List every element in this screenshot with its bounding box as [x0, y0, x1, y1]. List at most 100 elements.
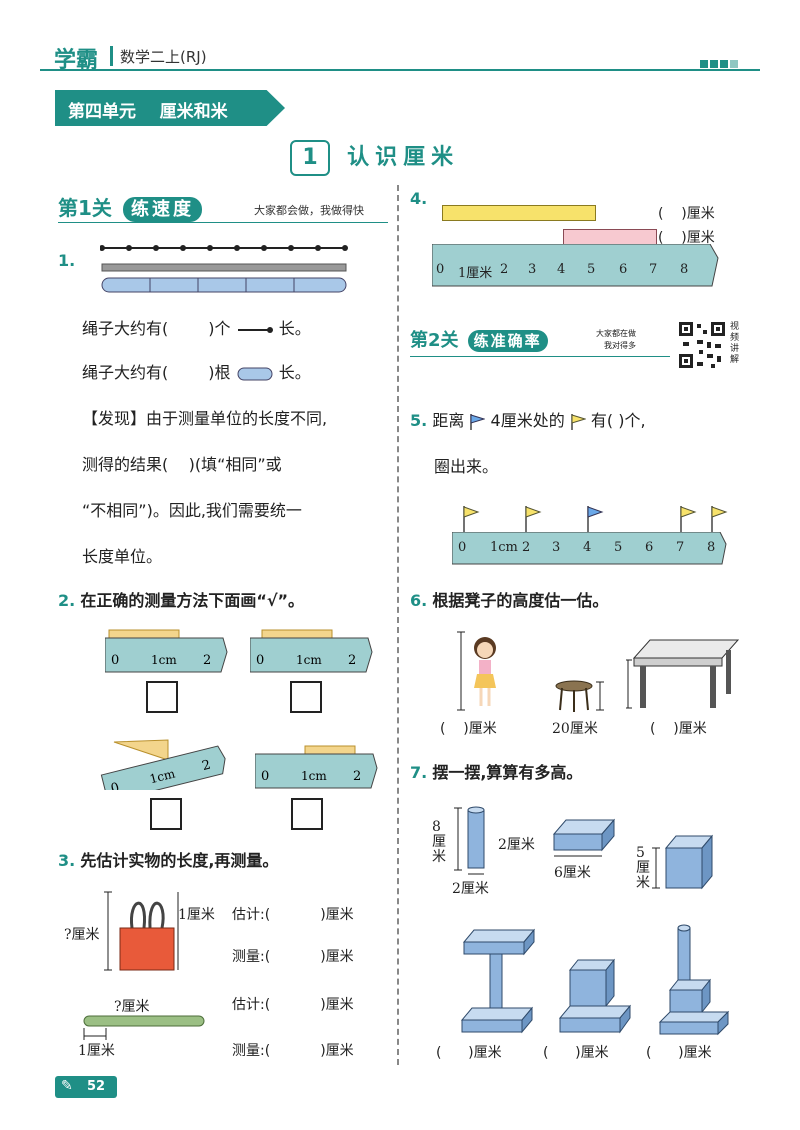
stack-figure-1 — [460, 928, 536, 1034]
q7-answer-2: ( )厘米 — [543, 1045, 609, 1061]
q1-discovery-4: 长度单位。 — [82, 547, 163, 566]
q2-ruler-b: 0 1cm 2 — [250, 629, 373, 673]
q6-answer-table: ( )厘米 — [650, 721, 707, 737]
q1-line1: 绳子大约有()个 长。 — [82, 319, 311, 338]
q1-discovery-3: “不相同”)。因此,我们需要统一 — [82, 501, 302, 520]
q3-measure-1: 测量:()厘米 — [232, 949, 354, 965]
q2-checkbox-b[interactable] — [290, 681, 322, 713]
q5-instruction: 圈出来。 — [434, 457, 499, 476]
q5-ruler[interactable] — [452, 532, 730, 566]
stick-unit-icon — [237, 367, 273, 380]
q2-checkbox-a[interactable] — [146, 681, 178, 713]
q2-question: 2. 在正确的测量方法下面画“√”。 — [58, 591, 305, 610]
slab-block — [552, 818, 616, 857]
stick-length-label: ?厘米 — [114, 999, 150, 1015]
girl-figure — [457, 631, 496, 711]
header: 学霸 数学二上(RJ) — [40, 38, 760, 73]
cube-block — [652, 834, 714, 890]
qr-code-icon[interactable] — [677, 320, 727, 370]
clip-height-label: ?厘米 — [64, 927, 100, 943]
q1-line2: 绳子大约有()根 长。 — [82, 363, 311, 382]
q3-estimate-2: 估计:()厘米 — [232, 997, 354, 1013]
q6-stool-height: 20厘米 — [552, 721, 598, 737]
lesson-title: 1 认识厘米 — [290, 140, 459, 176]
q2-ruler-d: 0 1cm 2 — [255, 745, 378, 789]
q7-answer-1: ( )厘米 — [436, 1045, 502, 1061]
table-figure — [626, 639, 740, 709]
cylinder-height: 8厘米 — [432, 819, 446, 865]
clip-width-label: 1厘米 — [178, 907, 215, 923]
bead-unit-icon — [237, 326, 273, 333]
header-rule — [40, 69, 760, 71]
q7-answer-3: ( )厘米 — [646, 1045, 712, 1061]
brand-logo: 学霸 — [54, 48, 99, 73]
level1-label: 第1关 — [58, 196, 112, 220]
unit-banner-text: 第四单元 厘米和米 — [68, 102, 228, 122]
q7-question: 7. 摆一摆,算算有多高。 — [410, 763, 583, 782]
q1-figure — [100, 245, 348, 293]
cylinder-width: 2厘米 — [452, 881, 489, 897]
q4-number: 4. — [410, 189, 428, 208]
svg-text:1cm: 1cm — [151, 653, 177, 667]
cylinder-block — [454, 806, 485, 875]
q5-question: 5. 距离 4厘米处的 有( )个, — [410, 411, 646, 430]
stick-unit-label: 1厘米 — [78, 1043, 115, 1059]
level2-header: 第2关 练准确率 大家都在做 我对得多 — [410, 326, 675, 360]
svg-text:2: 2 — [201, 758, 213, 775]
unit-banner — [55, 90, 285, 126]
lesson-name: 认识厘米 — [347, 145, 460, 170]
stool-figure — [555, 680, 604, 712]
q1-discovery-2: 测得的结果( )(填“相同”或 — [82, 455, 282, 474]
level1-slogan: 大家都会做，我做得快 — [254, 204, 364, 217]
svg-text:0: 0 — [109, 780, 121, 790]
svg-text:1cm: 1cm — [301, 769, 327, 783]
slab-width: 6厘米 — [554, 865, 591, 881]
q2-checkbox-c[interactable] — [150, 798, 182, 830]
q3-measure-2: 测量:()厘米 — [232, 1043, 354, 1059]
q2-checkbox-d[interactable] — [291, 798, 323, 830]
slab-height: 2厘米 — [498, 837, 535, 853]
lesson-number: 1 — [290, 140, 330, 176]
logo-bar — [110, 46, 113, 66]
q6-question: 6. 根据凳子的高度估一估。 — [410, 591, 609, 610]
q5-ruler-labels: 0 1cm 2 3 4 5 6 7 8 — [458, 540, 716, 555]
q2-ruler-c: 0 1cm 2 — [100, 739, 226, 790]
svg-text:1cm: 1cm — [296, 653, 322, 667]
svg-text:0: 0 — [111, 653, 119, 668]
q3-estimate-1: 估计:()厘米 — [232, 907, 354, 923]
page-number: 52 — [87, 1079, 106, 1094]
book-subtitle: 数学二上(RJ) — [120, 48, 207, 66]
svg-text:1cm: 1cm — [148, 766, 177, 786]
q4-ruler-labels: 0 1厘米 2 3 4 5 6 7 8 — [436, 262, 689, 281]
q4-bar-pink — [563, 229, 657, 245]
level2-name: 练准确率 — [467, 330, 548, 352]
q4-answer-2: ( )厘米 — [658, 230, 715, 246]
stack-figure-2 — [558, 958, 632, 1034]
svg-text:2: 2 — [348, 653, 356, 668]
q6-answer-girl: ( )厘米 — [440, 721, 497, 737]
header-squares — [700, 53, 738, 72]
column-divider — [397, 185, 399, 1065]
video-label: 视频讲解 — [730, 322, 740, 365]
flag-yellow-icon — [571, 413, 587, 430]
level1-name: 练速度 — [123, 197, 203, 222]
stack-figure-3 — [658, 924, 730, 1036]
level1-header: 第1关 练速度 大家都会做，我做得快 — [58, 192, 388, 226]
level2-label: 第2关 — [410, 330, 459, 351]
q2-ruler-a: 0 1cm 2 — [105, 629, 228, 673]
q1-discovery-1: 【发现】由于测量单位的长度不同, — [82, 409, 328, 428]
svg-text:0: 0 — [256, 653, 264, 668]
cube-edge: 5厘米 — [636, 845, 650, 891]
q4-answer-1: ( )厘米 — [658, 206, 715, 222]
q3-question: 3. 先估计实物的长度,再测量。 — [58, 851, 279, 870]
q4-ruler[interactable] — [432, 244, 724, 288]
svg-text:2: 2 — [203, 653, 211, 668]
footer-tab: ✎ 52 — [55, 1076, 117, 1098]
stick-figure — [83, 1015, 205, 1040]
binder-clip-figure — [104, 891, 179, 971]
svg-text:2: 2 — [353, 769, 361, 784]
q4-bar-yellow — [442, 205, 596, 221]
flag-blue-icon — [470, 413, 487, 430]
q1-number: 1. — [58, 251, 76, 270]
svg-text:0: 0 — [261, 769, 269, 784]
